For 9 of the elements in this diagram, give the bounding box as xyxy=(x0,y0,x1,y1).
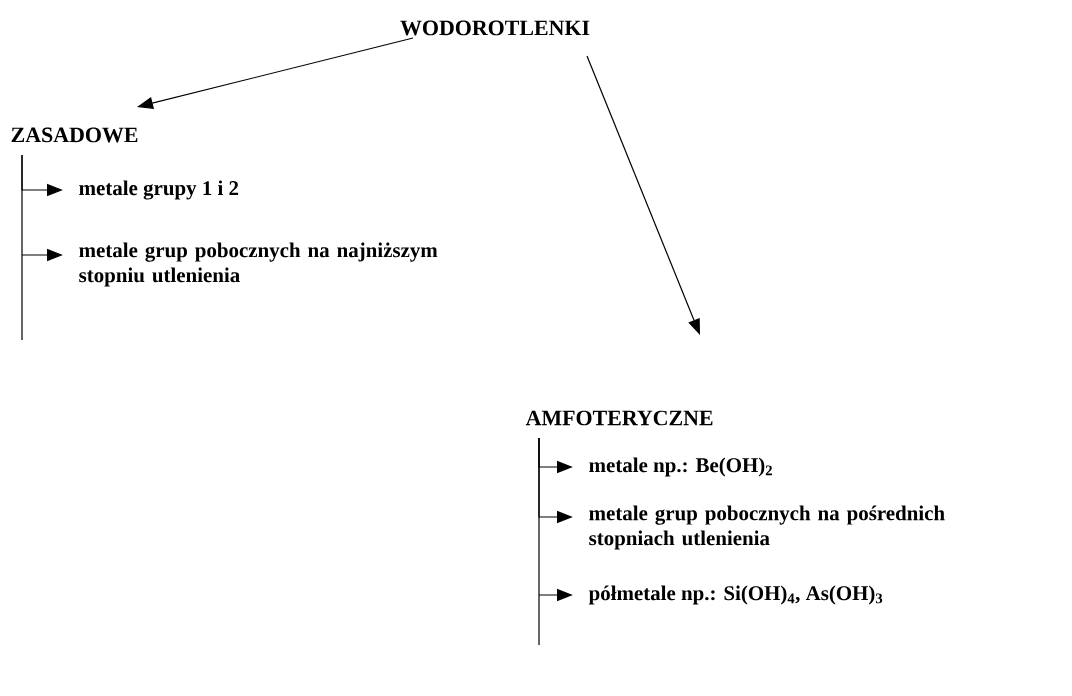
list-item-text: półmetale np.: Si(OH)$_{4}$, As(OH)$_{3}$ xyxy=(588,585,883,605)
list-item-text: metale np.: Be(OH)$_{2}$ xyxy=(589,457,772,477)
heading-text: WODOROTLENKI xyxy=(400,20,590,36)
list-item-text: metale grup pobocznych na pośrednich stopniach utlenienia xyxy=(589,505,945,550)
list-item-text: metale grup pobocznych na najniższym stopniu utlenienia xyxy=(79,242,438,287)
heading-text: AMFOTERYCZNE xyxy=(525,410,713,426)
list-item-text: metale grupy 1 i 2 xyxy=(79,180,239,200)
arrow xyxy=(586,55,700,335)
heading-text: ZASADOWE xyxy=(11,127,138,143)
